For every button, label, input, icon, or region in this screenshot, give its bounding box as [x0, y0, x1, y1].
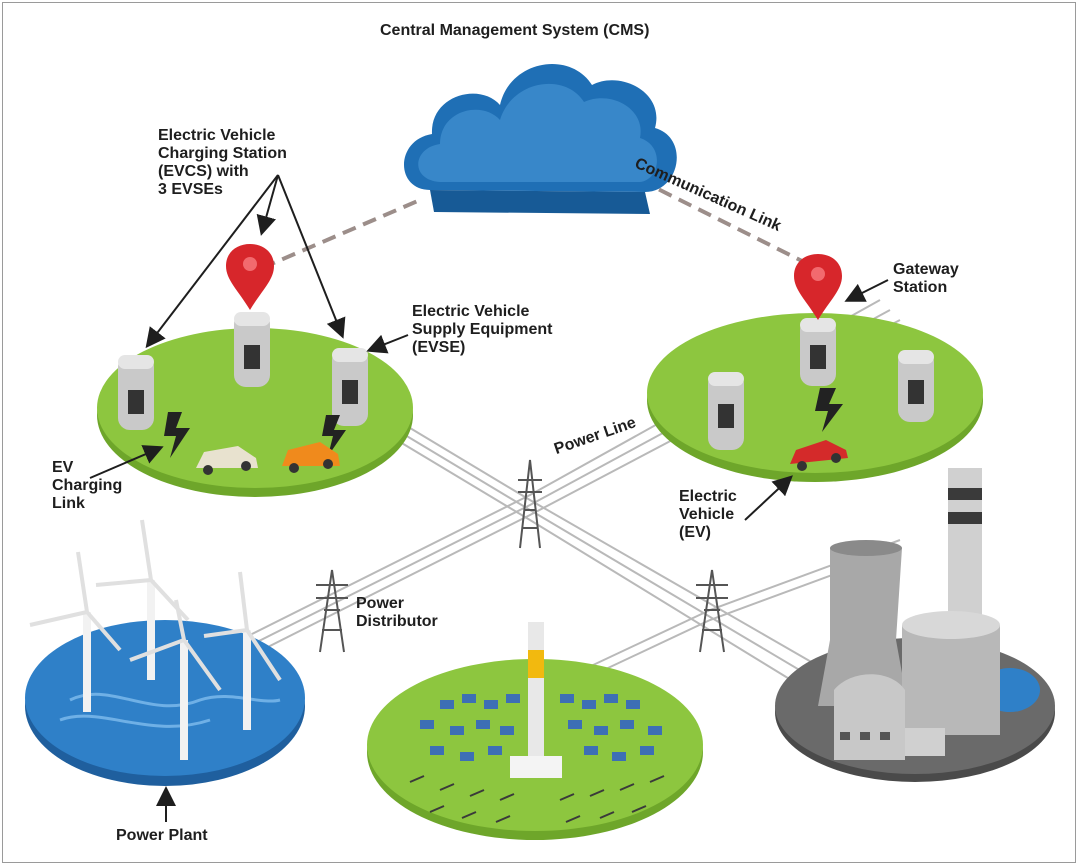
- comm-link-right: [599, 158, 811, 267]
- wind-turbine-icon: [203, 571, 282, 730]
- gateway-station-label: Gateway Station: [893, 261, 959, 296]
- wind-turbine-icon: [29, 551, 122, 712]
- wind-farm-platform: [25, 620, 305, 786]
- solar-tower-icon: [510, 622, 562, 778]
- transmission-tower-icon: [316, 569, 348, 653]
- transmission-tower-icon: [518, 459, 542, 549]
- car-icon: [790, 440, 848, 471]
- evse-label: Electric Vehicle Supply Equipment (EVSE): [412, 303, 553, 356]
- cms-cloud: [403, 63, 677, 214]
- heliostat-mirrors: [409, 775, 665, 823]
- power-plant-label: Power Plant: [116, 827, 208, 844]
- car-icon: [196, 446, 258, 475]
- power-plant-icon: [818, 468, 1000, 760]
- location-pin-icon: [226, 244, 274, 310]
- ev-arrow: [744, 475, 793, 521]
- solar-panels: [420, 694, 662, 761]
- evcs-label: Electric Vehicle Charging Station (EVCS)…: [158, 127, 287, 198]
- evcs-arrow-right: [277, 174, 346, 339]
- gateway-arrow: [844, 279, 889, 302]
- cms-label: Central Management System (CMS): [380, 22, 650, 39]
- car-icon: [282, 442, 340, 473]
- lightning-bolt-icon: [815, 388, 843, 432]
- wind-turbine-icon: [129, 599, 222, 760]
- evse-unit: [118, 355, 154, 430]
- electric-vehicle-label: Electric Vehicle (EV): [679, 488, 737, 541]
- location-pin-icon: [794, 254, 842, 320]
- evse-arrow: [366, 334, 409, 354]
- power-distributor-label: Power Distributor: [356, 595, 438, 630]
- evse-unit: [898, 350, 934, 422]
- annotation-arrows: [89, 174, 889, 822]
- ev-link-arrow: [89, 445, 164, 479]
- lightning-bolt-icon: [164, 412, 190, 458]
- evse-unit: [708, 372, 744, 450]
- lightning-bolt-icon: [322, 415, 346, 456]
- wind-turbine-icon: [95, 519, 190, 680]
- ev-charging-link-label: EV Charging Link: [52, 459, 123, 512]
- evse-unit: [332, 348, 368, 426]
- evcs-arrow-middle: [256, 174, 279, 236]
- transmission-tower-icon: [696, 569, 728, 653]
- comm-link-left: [261, 198, 421, 270]
- evse-unit: [800, 318, 836, 386]
- communication-links: [261, 158, 811, 270]
- evcs-arrow-left: [145, 174, 279, 349]
- evse-unit: [234, 312, 270, 387]
